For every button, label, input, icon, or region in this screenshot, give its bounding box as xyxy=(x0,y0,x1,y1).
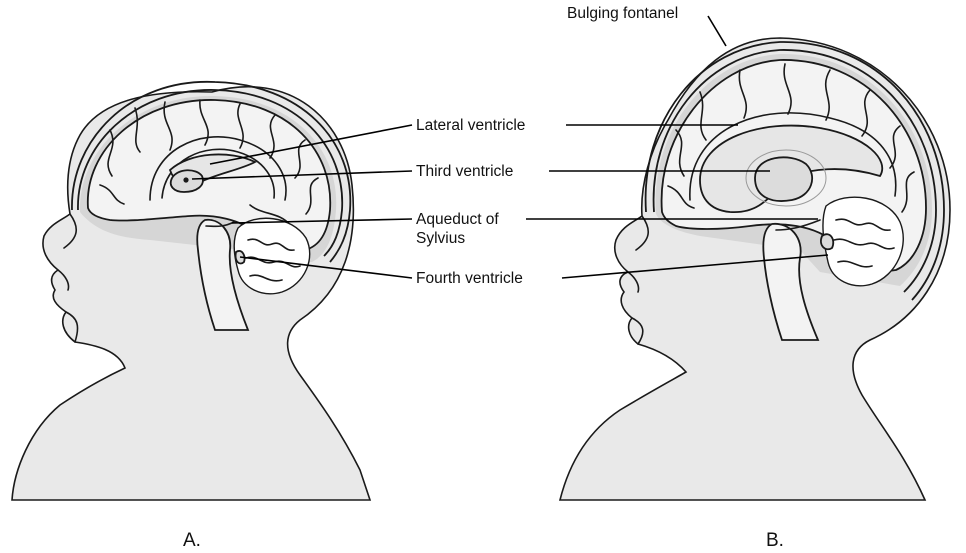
label-fourth-ventricle: Fourth ventricle xyxy=(416,270,523,287)
leader-bulging-fontanel xyxy=(708,16,726,46)
label-third-ventricle: Third ventricle xyxy=(416,163,513,180)
label-bulging-fontanel: Bulging fontanel xyxy=(567,5,678,22)
panel-b-third-ventricle xyxy=(755,157,812,201)
captions: A. B. xyxy=(183,530,784,551)
label-lateral-ventricle: Lateral ventricle xyxy=(416,117,525,134)
caption-a: A. xyxy=(183,530,201,551)
panel-b-hydrocephalus-head xyxy=(560,38,950,500)
panel-a-normal-head xyxy=(12,82,370,500)
caption-b: B. xyxy=(766,530,784,551)
label-aqueduct-line2: Sylvius xyxy=(416,230,465,247)
panel-b-fourth-ventricle xyxy=(821,234,833,249)
panel-a-massa-intermedia xyxy=(183,177,188,182)
label-aqueduct-line1: Aqueduct of xyxy=(416,211,499,228)
panel-a-cerebellum xyxy=(234,218,309,293)
